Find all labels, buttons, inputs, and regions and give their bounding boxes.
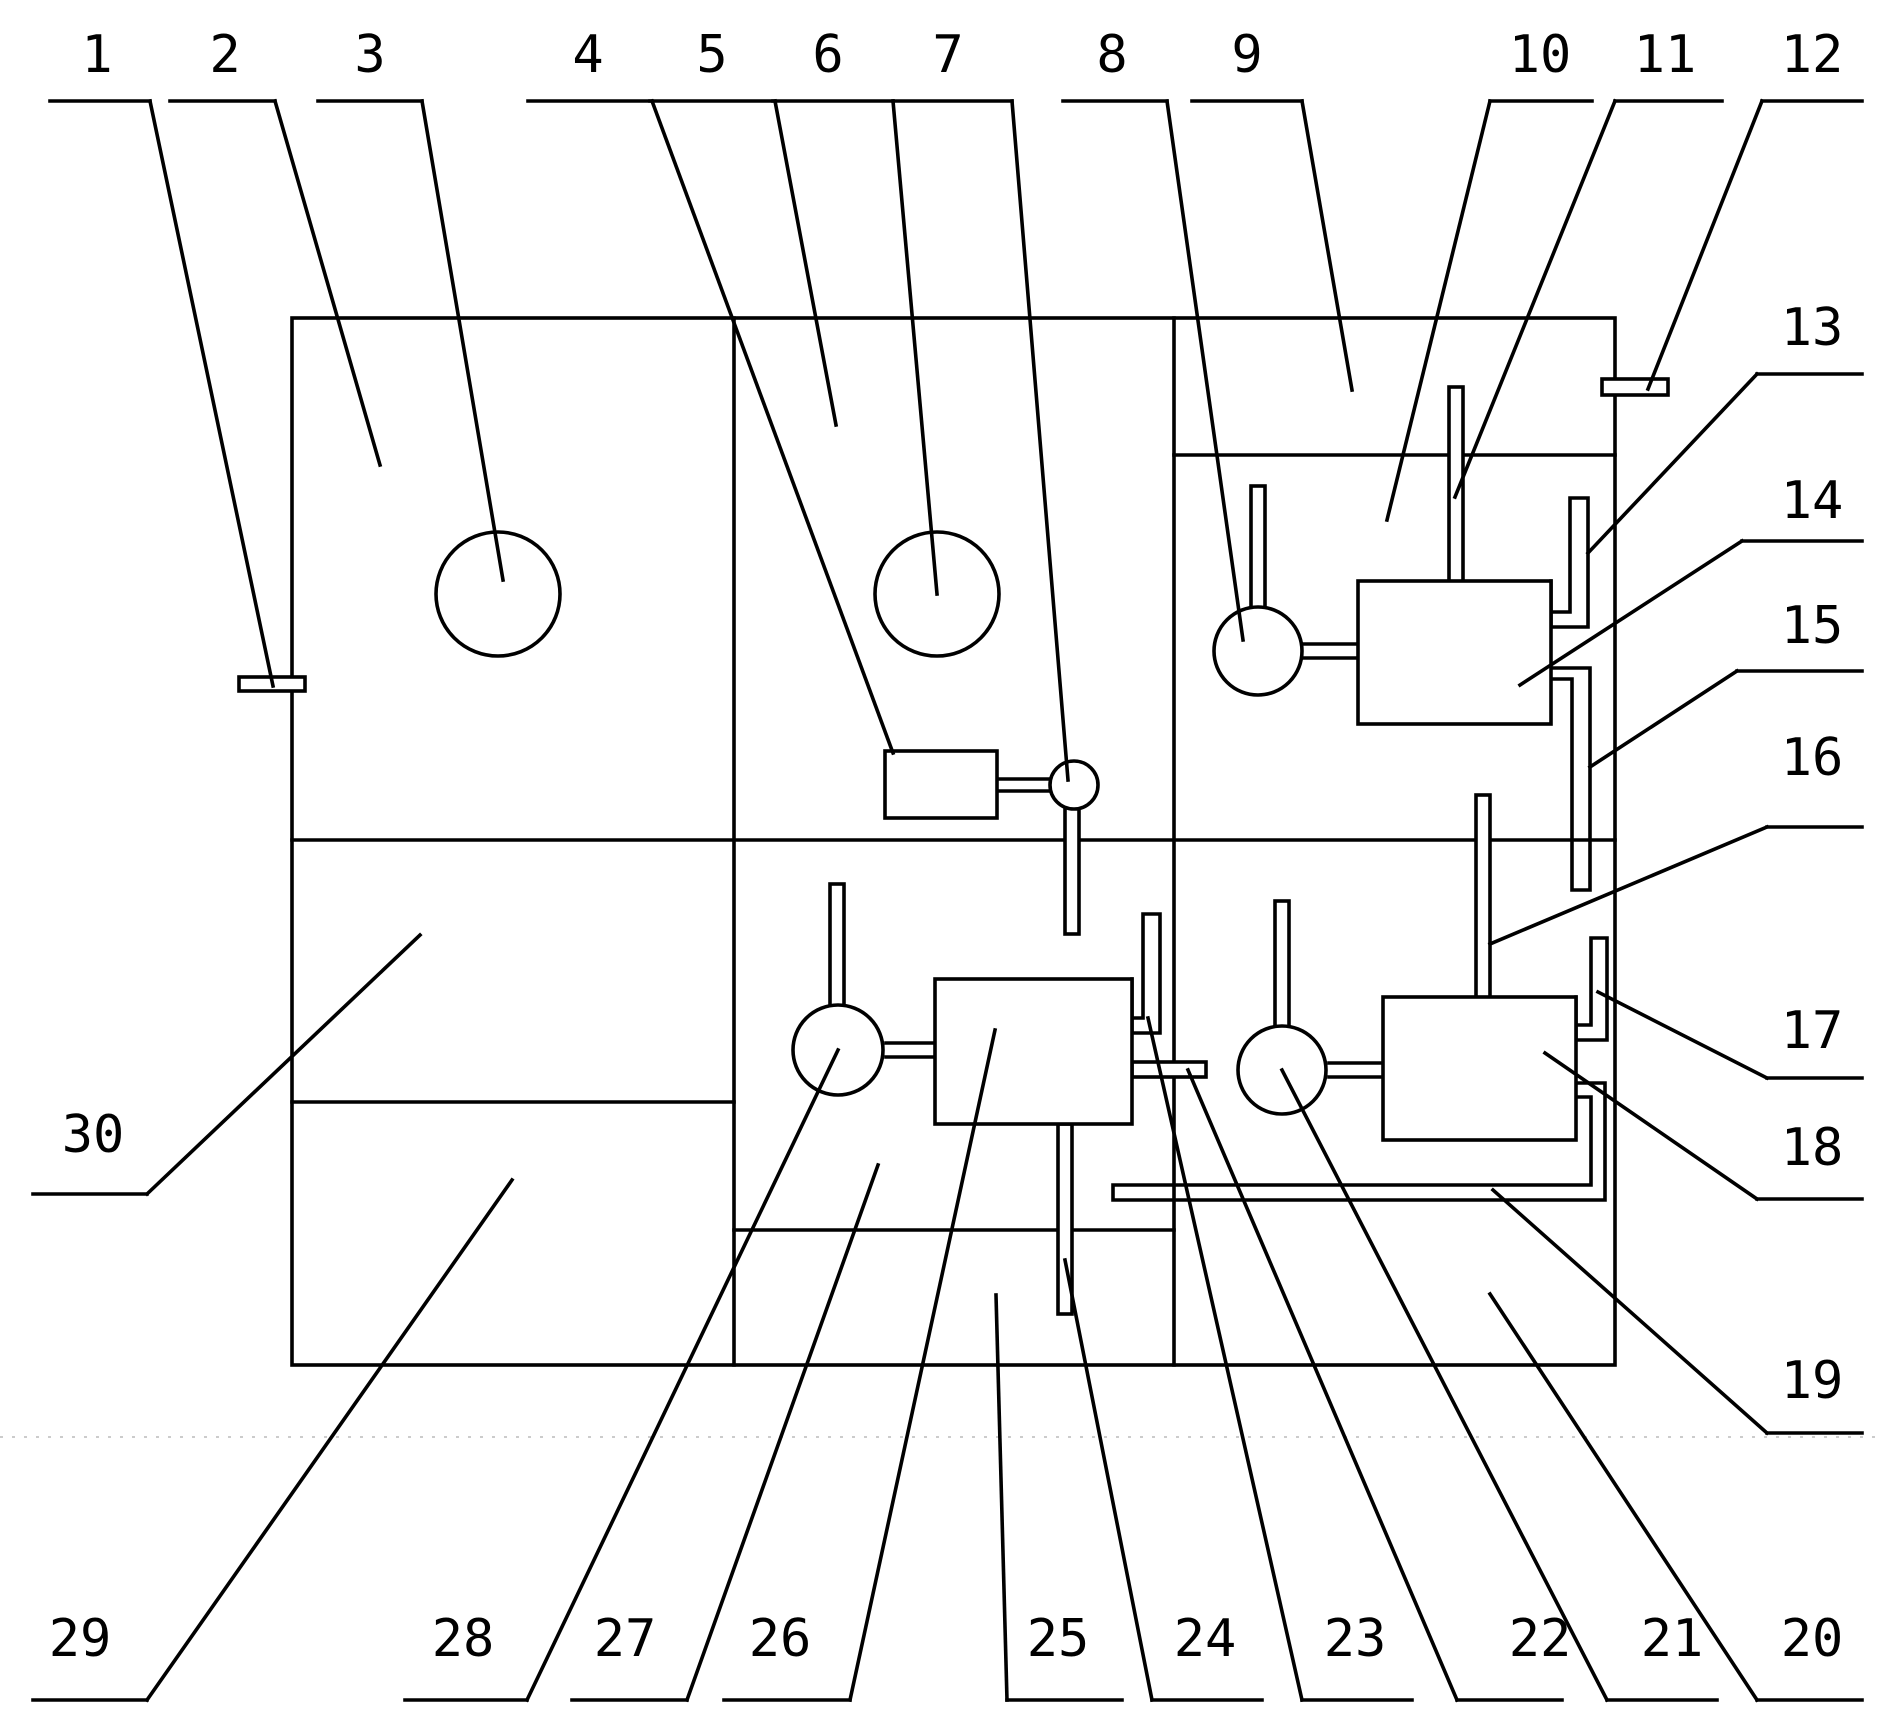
callout-label-20: 20 <box>1781 1609 1844 1669</box>
leader-line-17 <box>1595 989 1770 1081</box>
callout-label-17: 17 <box>1781 1001 1844 1061</box>
leader-line-23 <box>1145 1015 1305 1703</box>
leader-line-13 <box>1585 371 1760 556</box>
bent-pipe-19 <box>1111 1081 1607 1202</box>
callout-label-18: 18 <box>1781 1118 1844 1178</box>
callout-label-23: 23 <box>1324 1609 1387 1669</box>
leader-line-10 <box>1384 98 1493 523</box>
callout-label-4: 4 <box>572 25 603 85</box>
callout-label-29: 29 <box>49 1609 112 1669</box>
callout-label-13: 13 <box>1781 298 1844 358</box>
callout-label-28: 28 <box>432 1609 495 1669</box>
leader-line-8 <box>1164 98 1246 643</box>
bent-pipe-15 <box>1549 666 1592 892</box>
side-stub-22 <box>1130 1060 1208 1079</box>
callout-label-14: 14 <box>1781 471 1844 531</box>
leader-line-26 <box>847 1027 998 1703</box>
callout-label-11: 11 <box>1634 25 1697 85</box>
leader-line-30 <box>144 932 423 1197</box>
callout-label-7: 7 <box>932 25 963 85</box>
callout-label-16: 16 <box>1781 728 1844 788</box>
box-unit-lower-middle <box>933 977 1134 1126</box>
leader-line-19 <box>1490 1187 1770 1436</box>
vertical-pipe-7 <box>1063 804 1081 936</box>
bent-pipe-13 <box>1549 496 1590 629</box>
riser-pipe-8 <box>1249 484 1267 618</box>
leader-line-11 <box>1452 98 1618 500</box>
leader-line-2 <box>272 98 383 468</box>
leader-line-20 <box>1487 1291 1760 1703</box>
riser-pipe-28 <box>828 882 846 1016</box>
leader-line-15 <box>1587 668 1740 770</box>
callout-label-2: 2 <box>209 25 240 85</box>
leader-line-12 <box>1645 98 1765 392</box>
bent-pipe-23 <box>1130 912 1162 1035</box>
callout-label-19: 19 <box>1781 1351 1844 1411</box>
callout-label-1: 1 <box>81 25 112 85</box>
leader-line-5 <box>772 98 839 428</box>
leader-line-27 <box>684 1162 881 1703</box>
leader-line-6 <box>891 99 939 596</box>
leader-lines <box>31 98 1864 1703</box>
components <box>237 377 1670 1316</box>
callout-label-3: 3 <box>354 25 385 85</box>
callout-label-24: 24 <box>1174 1609 1237 1669</box>
callout-label-22: 22 <box>1509 1609 1572 1669</box>
callout-label-21: 21 <box>1641 1609 1704 1669</box>
leader-line-7 <box>1010 99 1070 782</box>
callout-label-9: 9 <box>1231 25 1262 85</box>
round-port-left <box>434 530 562 658</box>
compartment-walls <box>290 316 1617 1367</box>
callout-label-12: 12 <box>1781 25 1844 85</box>
leader-line-14 <box>1517 538 1745 688</box>
callout-label-6: 6 <box>812 25 843 85</box>
leader-line-3 <box>419 98 506 583</box>
leader-line-16 <box>1487 824 1770 947</box>
leader-line-28 <box>524 1047 841 1703</box>
right-fitting <box>1600 377 1670 397</box>
callout-label-8: 8 <box>1096 25 1127 85</box>
callout-label-10: 10 <box>1509 25 1572 85</box>
bent-pipe-17 <box>1574 936 1609 1042</box>
leader-line-4 <box>649 98 896 756</box>
round-valve-upper <box>1212 605 1304 697</box>
leader-line-21 <box>1279 1067 1610 1703</box>
box-unit-lower-right <box>1381 995 1578 1142</box>
callout-label-25: 25 <box>1027 1609 1090 1669</box>
riser-pipe-16 <box>1474 793 1492 1000</box>
box-unit-upper <box>1356 579 1553 726</box>
leader-line-25 <box>994 1293 1009 1702</box>
leader-line-29 <box>144 1177 515 1703</box>
callout-label-27: 27 <box>594 1609 657 1669</box>
small-valve <box>1048 759 1100 811</box>
callout-label-26: 26 <box>749 1609 812 1669</box>
leader-line-9 <box>1299 98 1355 393</box>
leader-line-18 <box>1542 1050 1760 1202</box>
leader-line-22 <box>1185 1067 1460 1703</box>
leader-line-1 <box>147 98 276 689</box>
callout-label-15: 15 <box>1781 596 1844 656</box>
callout-label-5: 5 <box>696 25 727 85</box>
riser-pipe-21 <box>1273 899 1291 1033</box>
small-box <box>883 749 999 820</box>
callout-label-30: 30 <box>62 1105 125 1165</box>
leader-line-24 <box>1062 1257 1155 1703</box>
